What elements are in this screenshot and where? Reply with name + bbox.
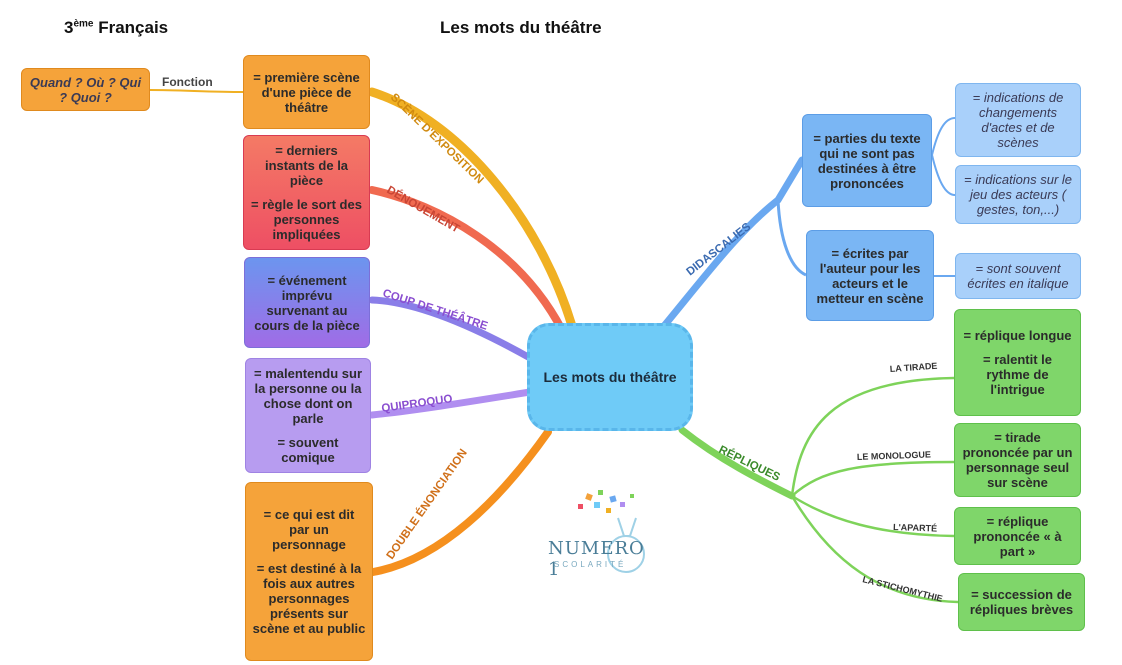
didascalies-child-3: = sont souvent écrites en italique: [955, 253, 1081, 299]
tirade-box: = réplique longue = ralentit le rythme d…: [954, 309, 1081, 416]
denouement-box: = derniers instants de la pièce = règle …: [243, 135, 370, 250]
didascalies-box-2: = écrites par l'auteur pour les acteurs …: [806, 230, 934, 321]
stichomythie-box: = succession de répliques brèves: [958, 573, 1085, 631]
fonction-box: Quand ? Où ? Qui ? Quoi ?: [21, 68, 150, 111]
label-aparte: L'APARTÉ: [893, 522, 937, 534]
label-stichomythie: LA STICHOMYTHIE: [862, 574, 944, 604]
branch-denouement: [368, 186, 566, 334]
label-didascalies: DIDASCALIES: [684, 221, 753, 279]
label-monologue: LE MONOLOGUE: [857, 449, 931, 462]
branch-double: [369, 428, 552, 576]
quiproquo-box: = malentendu sur la personne ou la chose…: [245, 358, 371, 473]
exposition-box: = première scène d'une pièce de théâtre: [243, 55, 370, 129]
branch-coup: [368, 296, 534, 362]
logo-subtitle: SCOLARITÉ: [554, 560, 627, 569]
aparte-box: = réplique prononcée « à part »: [954, 507, 1081, 565]
label-denouement: DÉNOUEMENT: [385, 183, 462, 235]
link-monologue: [791, 460, 955, 497]
monologue-box: = tirade prononcée par un personnage seu…: [954, 423, 1081, 497]
coup-box: = événement imprévu survenant au cours d…: [244, 257, 370, 348]
didascalies-child-1: = indications de changements d'actes et …: [955, 83, 1081, 157]
label-fonction: Fonction: [162, 75, 213, 89]
didascalies-box-1: = parties du texte qui ne sont pas desti…: [802, 114, 932, 207]
branch-exposition: [367, 87, 577, 331]
central-topic: Les mots du théâtre: [527, 323, 693, 431]
link-stichomythie: [790, 495, 959, 604]
label-double: DOUBLE ÉNONCIATION: [384, 447, 470, 562]
branch-repliques: [678, 426, 796, 500]
link-aparte: [791, 494, 955, 538]
class-title: 3ème Français: [64, 18, 169, 37]
didascalies-child-2: = indications sur le jeu des acteurs ( g…: [955, 165, 1081, 224]
branch-didascalies: [660, 156, 806, 330]
label-tirade: LA TIRADE: [889, 361, 937, 374]
lightbulb-logo-icon: [578, 490, 645, 573]
logo-name: NUMERO 1: [548, 538, 645, 580]
link-tirade: [790, 376, 955, 497]
page-title: Les mots du théâtre: [440, 18, 602, 37]
double-box: = ce qui est dit par un personnage = est…: [245, 482, 373, 661]
label-coup: COUP DE THÉÂTRE: [381, 286, 490, 332]
branch-fonction: [149, 89, 244, 93]
branch-quiproquo: [368, 388, 534, 419]
link-didas-1a: [931, 117, 956, 156]
link-didas-1b: [931, 154, 956, 196]
branch-didascalies-2: [776, 199, 807, 277]
numero1-logo: NUMERO 1 SCOLARITÉ: [548, 488, 663, 580]
label-exposition: SCÈNE D'EXPOSITION: [388, 91, 486, 187]
